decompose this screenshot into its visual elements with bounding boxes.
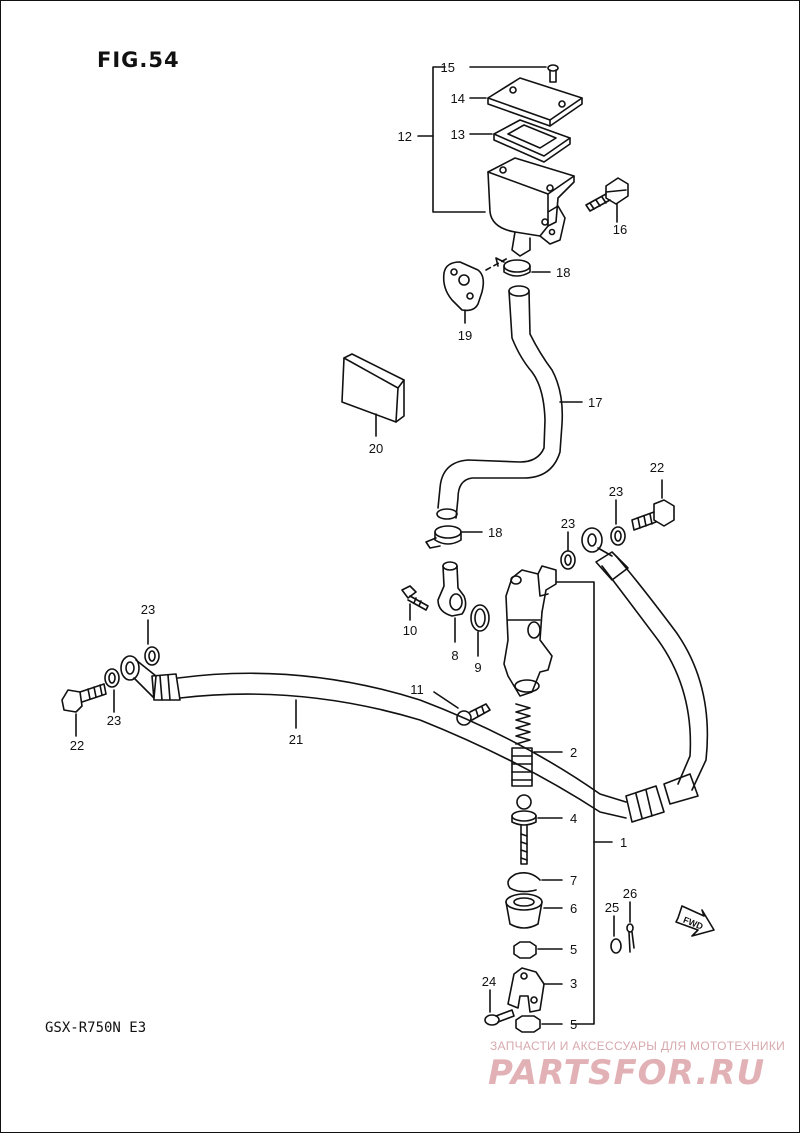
callout-17: 17 — [588, 395, 602, 410]
part-22-banjo-bolt-left — [61, 683, 107, 737]
callout-8: 8 — [451, 648, 458, 663]
part-22-banjo-bolt-right — [631, 479, 675, 531]
model-code: GSX-R750N E3 — [45, 1020, 147, 1036]
part-3-clevis — [507, 967, 563, 1013]
callout-18-upper: 18 — [556, 265, 570, 280]
part-21-brake-hose — [151, 672, 665, 823]
callout-26: 26 — [623, 886, 637, 901]
callout-22-right: 22 — [650, 460, 664, 475]
part-25-washer — [610, 915, 622, 954]
watermark-caption: ЗАПЧАСТИ И АКСЕССУАРЫ ДЛЯ МОТОТЕХНИКИ — [490, 1039, 786, 1053]
bracket-1 — [555, 581, 613, 1025]
part-12-master-cylinder-reservoir — [485, 157, 575, 271]
part-23-washer-left-upper — [144, 619, 160, 666]
callout-10: 10 — [403, 623, 417, 638]
callout-1: 1 — [620, 835, 627, 850]
part-6-boot — [505, 893, 563, 929]
callout-25: 25 — [605, 900, 619, 915]
part-10-screw — [401, 585, 429, 621]
callout-22-left: 22 — [70, 738, 84, 753]
part-23-washer-right-outer — [610, 499, 626, 546]
part-19-gasket — [442, 261, 485, 324]
fwd-label: FWD — [682, 915, 705, 932]
callout-7: 7 — [570, 873, 577, 888]
callout-15: 15 — [441, 60, 455, 75]
callout-12: 12 — [398, 129, 412, 144]
part-7-circlip — [507, 872, 563, 893]
part-4-pushrod — [511, 794, 563, 865]
part-11-screw — [433, 691, 491, 726]
banjo-fitting-right — [581, 527, 613, 557]
fwd-direction-arrow — [675, 905, 715, 937]
callout-21: 21 — [289, 732, 303, 747]
part-17-reservoir-hose — [436, 285, 583, 520]
part-23-washer-right-inner — [560, 531, 576, 570]
part-18-hose-clamp-upper — [495, 257, 551, 277]
part-26-cotter-pin — [626, 901, 635, 953]
callout-labels: 15 14 13 12 16 18 19 17 20 18 22 23 23 1… — [70, 60, 705, 1032]
part-14-reservoir-cap — [469, 77, 583, 127]
brake-hose-right — [595, 551, 709, 805]
callout-20: 20 — [369, 441, 383, 456]
banjo-fitting-left — [120, 655, 157, 699]
part-9-o-ring — [470, 604, 490, 657]
callout-13: 13 — [451, 127, 465, 142]
figure-title: FIG.54 — [97, 48, 180, 72]
callout-18-lower: 18 — [488, 525, 502, 540]
callout-23-right-outer: 23 — [609, 484, 623, 499]
part-5-nut-lower — [515, 1015, 563, 1033]
part-20-warning-label — [341, 353, 405, 437]
part-8-inlet-connector — [437, 561, 467, 643]
callout-14: 14 — [451, 91, 465, 106]
part-18-hose-clamp-lower — [425, 525, 483, 549]
callout-4: 4 — [570, 811, 577, 826]
callout-5-lower: 5 — [570, 1017, 577, 1032]
callout-9: 9 — [474, 660, 481, 675]
part-24-clevis-pin — [484, 989, 515, 1026]
callout-23-right-inner: 23 — [561, 516, 575, 531]
part-15-screw — [469, 64, 559, 83]
callout-16: 16 — [613, 222, 627, 237]
watermark-brand: PARTSFOR.RU — [488, 1053, 766, 1093]
callout-2: 2 — [570, 745, 577, 760]
part-13-diaphragm — [469, 119, 571, 163]
callout-23-left-upper: 23 — [141, 602, 155, 617]
callout-3: 3 — [570, 976, 577, 991]
part-5-nut-upper — [513, 941, 563, 959]
bracket-12 — [417, 66, 486, 213]
part-1-master-cylinder-body — [503, 565, 557, 697]
callout-6: 6 — [570, 901, 577, 916]
callout-24: 24 — [482, 974, 496, 989]
callout-11: 11 — [410, 682, 424, 697]
callout-19: 19 — [458, 328, 472, 343]
callout-5-upper: 5 — [570, 942, 577, 957]
callout-23-left-lower: 23 — [107, 713, 121, 728]
part-16-bolt — [585, 177, 629, 223]
part-23-washer-left-lower — [104, 668, 120, 713]
